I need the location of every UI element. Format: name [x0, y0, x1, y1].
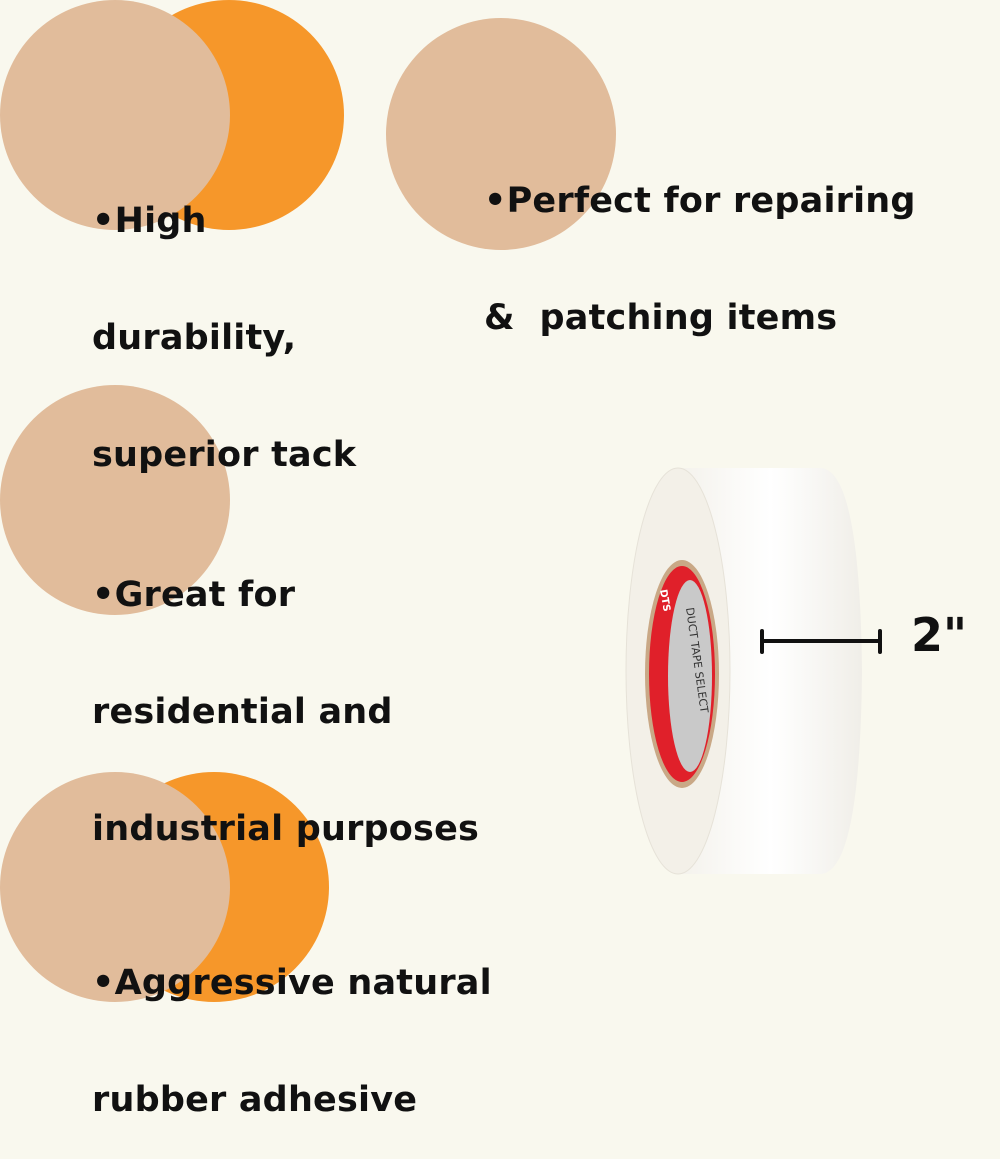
tape-core-inner: [668, 580, 712, 772]
tape-roll-image: DUCT TAPE SELECT DTS: [625, 467, 882, 875]
feature-line: •Perfect for repairing: [484, 181, 916, 221]
feature-line: •High: [92, 201, 207, 241]
decor-circle-tan-top-left: [0, 0, 230, 230]
feature-line: industrial purposes: [92, 809, 480, 849]
width-measure-icon: [760, 629, 882, 654]
feature-line: rubber adhesive: [92, 1080, 418, 1120]
feature-line: •Great for: [92, 575, 296, 615]
feature-durability: •High durability, superior tack: [92, 124, 356, 514]
feature-line: superior tack: [92, 435, 357, 475]
feature-line: residential and: [92, 692, 393, 732]
width-label: 2": [911, 608, 967, 662]
tape-body: [680, 468, 862, 874]
decor-circle-tan-middle: [0, 385, 230, 615]
feature-residential-industrial: •Great for residential and industrial pu…: [92, 498, 479, 888]
decor-circle-tan-bottom: [0, 772, 230, 1002]
decor-circle-tan-top-middle: [386, 18, 616, 250]
feature-line: durability,: [92, 318, 297, 358]
feature-line: & patching items: [484, 298, 838, 338]
feature-repairing: •Perfect for repairing & patching items: [484, 104, 916, 377]
feature-line: •Aggressive natural: [92, 963, 492, 1003]
tape-core-brand: DTS: [657, 589, 672, 613]
